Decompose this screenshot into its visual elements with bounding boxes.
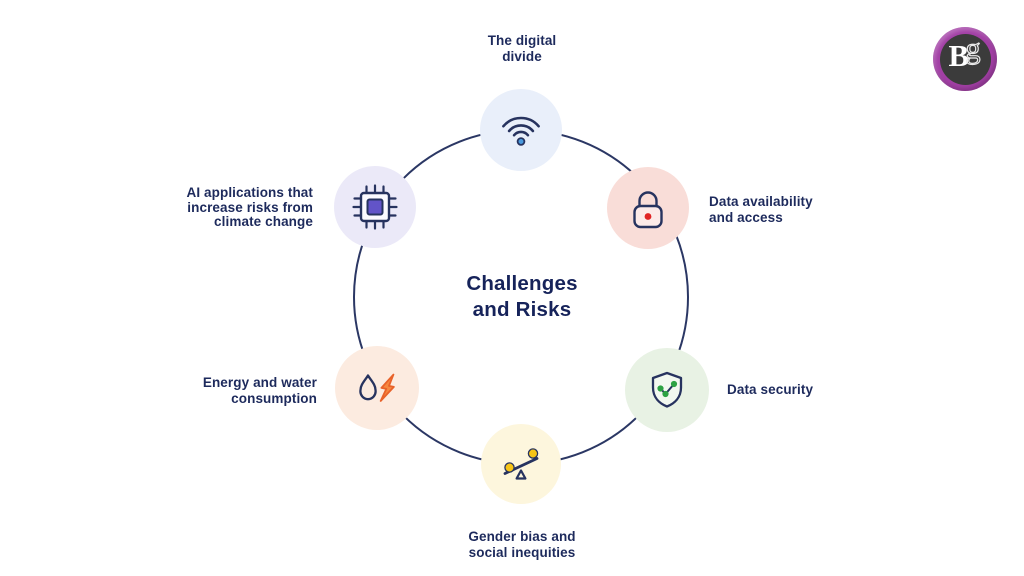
label-line: The digital — [487, 33, 557, 48]
shield-network-icon — [651, 371, 683, 408]
label-line: climate change — [214, 214, 313, 229]
label-line: Gender bias and — [468, 529, 576, 544]
label-gender-bias: Gender bias and social inequities — [422, 529, 622, 560]
label-line: divide — [502, 48, 542, 64]
node-circle-gender-bias — [481, 424, 561, 504]
label-line: Data availability — [709, 194, 813, 209]
brand-logo-letter-b: B — [948, 37, 970, 73]
lock-icon — [633, 191, 663, 229]
chip-icon — [352, 184, 398, 230]
label-line: and access — [709, 209, 783, 225]
diagram-title: Challenges and Risks — [422, 271, 622, 323]
wifi-icon — [502, 116, 540, 146]
water-drop-lightning-icon — [359, 373, 395, 402]
brand-logo-inner: B g — [939, 31, 991, 85]
label-line: social inequities — [468, 544, 576, 560]
label-line: AI applications that — [186, 185, 313, 200]
diagram-title-line-1: Challenges — [466, 272, 578, 295]
label-line: increase risks from — [187, 199, 313, 215]
label-line: Energy and water — [202, 375, 317, 390]
brand-logo-letter-g: g — [965, 31, 981, 65]
label-data-availability: Data availability and access — [709, 194, 813, 225]
brand-logo: B g — [933, 27, 997, 91]
label-energy-water: Energy and water consumption — [203, 375, 317, 406]
node-circle-data-security — [625, 348, 709, 432]
label-line: Data security — [727, 382, 814, 397]
node-circle-digital-divide — [480, 89, 562, 171]
label-digital-divide: The digital divide — [422, 33, 622, 64]
node-circle-energy-water — [335, 346, 419, 430]
label-ai-climate: AI applications that increase risks from… — [186, 185, 313, 230]
balance-scale-icon — [503, 448, 539, 480]
diagram-title-line-2: and Risks — [472, 298, 572, 321]
label-data-security: Data security — [727, 382, 813, 398]
label-line: consumption — [231, 390, 317, 406]
